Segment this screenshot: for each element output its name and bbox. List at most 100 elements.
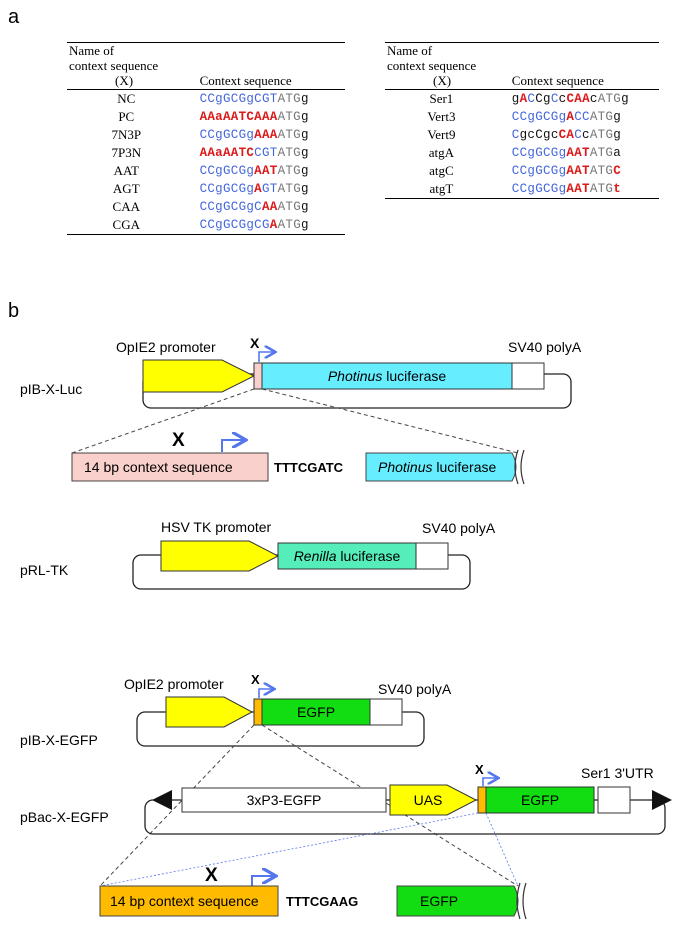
zoom-line-left-blue (99, 812, 479, 887)
context-sequence-block (253, 698, 263, 726)
gene-label: Photinus luciferase (328, 368, 447, 384)
sequence-segment: C (550, 92, 559, 106)
table-row: CAA CCgGCGgCAAATGg (67, 198, 345, 216)
construct-pib-x-egfp: pIB-X-EGFP OpIE2 promoter EGFP SV40 poly… (20, 672, 519, 887)
construct-pbac-x-egfp: pBac-X-EGFP 3xP3-EGFP UAS EGFP Ser1 3'UT… (20, 762, 672, 887)
zoom-line-left (99, 724, 255, 887)
sequence-segment: CCgGCGg (511, 110, 567, 124)
sequence-segment: g (301, 200, 309, 214)
luc-zoom-detail: X 14 bp context sequence TTTCGATC Photin… (71, 430, 525, 485)
context-name: Vert9 (427, 127, 456, 142)
context-sequence-box (71, 452, 269, 482)
zoom-line-right (261, 388, 519, 454)
x-label: X (251, 672, 260, 687)
promoter-label: OpIE2 promoter (116, 339, 216, 355)
sequence-segment: ATG (277, 218, 301, 232)
sequence-segment: AAaAATC (199, 146, 255, 160)
name-col-header: Name of context sequence (X) (385, 42, 498, 89)
egfp-box (261, 698, 371, 726)
sequence-segment: gcCgc (519, 128, 559, 142)
context-sequence: CgcCgcCACcATGg (498, 126, 659, 144)
context-sequence: CCgGCGgCAAATGg (186, 198, 345, 216)
sequence-segment: CCgGCGg (199, 128, 255, 142)
construct-pib-x-luc: pIB-X-Luc OpIE2 promoter Photinus lucife… (20, 335, 582, 454)
polya-box (511, 362, 545, 390)
promoter-arrow (165, 696, 254, 728)
gene-label: EGFP (420, 893, 458, 909)
gene-label: EGFP (521, 792, 559, 808)
sequence-segment: ATG (589, 146, 614, 160)
sequence-segment: ATG (277, 92, 301, 106)
linker-sequence: TTTCGAAG (286, 894, 358, 909)
egfp-box (485, 786, 595, 814)
sequence-segment: g (301, 218, 309, 232)
sequence-segment: AAT (566, 182, 590, 196)
context-name: Vert3 (427, 109, 456, 124)
context-table-left: Name of context sequence (X) Context seq… (67, 42, 345, 235)
sequence-segment: C (535, 92, 544, 106)
seq-col-header: Context sequence (497, 42, 659, 89)
utr-box (597, 786, 631, 814)
context-name: atgC (429, 163, 454, 178)
sequence-segment: t (613, 182, 622, 196)
gene-label: Renilla luciferase (294, 548, 401, 564)
context-name: 7P3N (111, 145, 142, 160)
sequence-segment: ATG (589, 182, 614, 196)
context-sequence: gACCgCcCAAcATGg (498, 90, 659, 109)
context-sequence: CCgGCGgCGAATGg (185, 216, 345, 235)
sequence-segment: CCgGCGg (511, 146, 567, 160)
promoter-arrow (142, 359, 256, 393)
context-name: CAA (112, 199, 140, 214)
sequence-segment: CC (574, 110, 590, 124)
context-name: AAT (113, 163, 139, 178)
gene-label: EGFP (297, 704, 335, 720)
linker-sequence: TTTCGATC (274, 460, 344, 475)
itr-left-icon (152, 790, 172, 810)
promoter-label: OpIE2 promoter (124, 676, 224, 692)
sequence-segment: g (543, 92, 551, 106)
context-sequence: AAaAATCAAAATGg (186, 108, 345, 126)
uas-label: UAS (414, 792, 443, 808)
sequence-segment: c (589, 92, 598, 106)
x-label: X (250, 335, 260, 351)
photinus-luciferase-box (261, 362, 513, 390)
sequence-segment: ATG (277, 146, 301, 160)
sequence-segment: ATG (277, 164, 301, 178)
context-sequence-box (99, 885, 279, 917)
sequence-segment: CGT (254, 146, 278, 160)
sequence-segment: A (269, 218, 278, 232)
sequence-segment: g (300, 92, 309, 106)
context-name: CGA (67, 216, 186, 235)
construct-name: pIB-X-Luc (20, 381, 82, 397)
sequence-segment: g (613, 110, 622, 124)
sequence-segment: CCgGCGg (511, 164, 567, 178)
polya-box (415, 542, 449, 570)
sequence-segment: GT (261, 182, 278, 196)
x-label: X (172, 430, 185, 451)
sequence-segment: C (574, 128, 583, 142)
zoom-line-left (71, 388, 255, 454)
sequence-segment: CCgGCGg (199, 164, 255, 178)
sequence-segment: g (613, 128, 622, 142)
name-col-header: Name of context sequence (X) (67, 42, 186, 89)
sequence-segment: ATG (597, 92, 622, 106)
sequence-segment: CCgGCGg (199, 182, 255, 196)
context-name: atgA (428, 145, 455, 160)
context-table-right: Name of context sequence (X) Context seq… (385, 42, 659, 199)
sequence-segment: CCgGCGgCGT (199, 92, 278, 106)
sequence-segment: CCgGCGg (511, 182, 567, 196)
sequence-segment: ATG (589, 110, 614, 124)
polya-label: SV40 polyA (508, 339, 582, 355)
sequence-segment: g (511, 92, 520, 106)
construct-prl-tk: pRL-TK HSV TK promoter Renilla luciferas… (20, 519, 496, 590)
uas-arrow (389, 784, 478, 816)
